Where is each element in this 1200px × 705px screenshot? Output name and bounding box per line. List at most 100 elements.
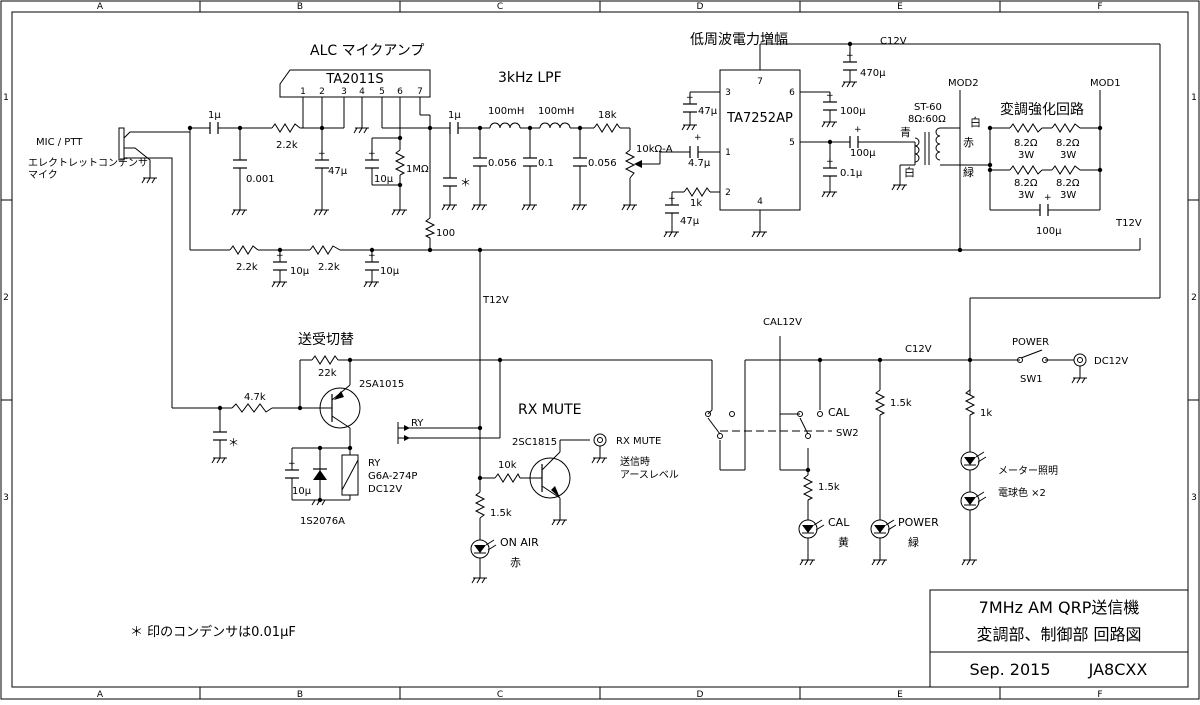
resistor-8.2-4 (1051, 165, 1081, 175)
dc12v-label: DC12V (1094, 356, 1128, 367)
value-label: 1.5k (818, 482, 840, 493)
transistor-2sa1015 (319, 384, 361, 429)
value-label: 1μ (208, 110, 221, 121)
col-label: F (1097, 2, 1102, 12)
polarity-plus-mark: + (368, 149, 376, 159)
asterisk-cap-1: ＊ (460, 176, 471, 189)
ground-symbol (663, 231, 679, 238)
section-pa: 低周波電力増幅 (690, 32, 788, 48)
junction-dots (187, 41, 1103, 503)
row-label: 1 (3, 93, 9, 103)
value-label: 47μ (680, 216, 700, 227)
power-switch-label: POWER (1012, 337, 1049, 348)
value-label: 10kΩ-A (636, 144, 673, 155)
pin-label: 3 (341, 87, 347, 97)
pin-label: 2 (319, 87, 325, 97)
ground-symbol (271, 281, 287, 288)
date-text: Sep. 2015 (969, 660, 1050, 679)
led-meter-1 (960, 451, 987, 471)
sw1-label: SW1 (1020, 374, 1043, 385)
inductor-100mh-1 (489, 122, 521, 129)
q1-label: 2SA1015 (359, 379, 404, 390)
resistor-22k-a (271, 123, 301, 133)
value-label: 4.7k (244, 392, 266, 403)
polarity-plus-mark: + (826, 91, 834, 101)
col-label: D (697, 2, 704, 12)
value-label: 1.5k (490, 508, 512, 519)
inductors (489, 122, 571, 129)
tx-ground-label-2: アースレベル (620, 469, 679, 481)
on-air-color: 赤 (510, 556, 521, 569)
resistor-22k-b (229, 245, 259, 255)
pin-label: 5 (379, 87, 385, 97)
ground-symbol (591, 457, 607, 464)
value-label: 0.056 (588, 158, 617, 169)
power-led-label: POWER (898, 516, 939, 529)
col-label: C (497, 690, 503, 700)
row-label: 3 (1191, 493, 1197, 503)
resistor-15k-c (874, 389, 886, 416)
led-meter-2 (960, 491, 987, 511)
value-label: 10μ (290, 266, 310, 277)
ground-symbol (961, 559, 977, 566)
resistor-1m (394, 149, 406, 176)
value-label: 1μ (448, 110, 461, 121)
ground-symbol (141, 177, 157, 184)
ground-symbols (141, 81, 1087, 584)
value-label: 10k (498, 460, 517, 471)
ground-symbol (821, 191, 837, 198)
value-label: 1k (690, 198, 702, 209)
resistor-8.2-3 (1009, 165, 1043, 175)
ground-symbol (571, 204, 587, 211)
transformer-st60 (914, 127, 941, 165)
ground-symbol (363, 281, 379, 288)
switch-sw1[interactable] (1017, 349, 1048, 363)
q2-label: 2SC1815 (512, 437, 557, 448)
resistor-1k-a (683, 187, 711, 197)
value-label: 2.2k (318, 262, 340, 273)
rx-mute-output-label: RX MUTE (616, 436, 661, 447)
value-label: 100mH (488, 106, 524, 117)
value-label: 47μ (328, 166, 348, 177)
ground-symbol (751, 231, 767, 238)
pin-label: 3 (725, 88, 731, 98)
electrolytic-polarity-marks: +++++++++++++ (276, 51, 1052, 469)
ground-symbol (1071, 377, 1087, 384)
wires-control (172, 336, 1081, 578)
dc12v-jack (1073, 353, 1087, 367)
value-label: 4.7μ (688, 158, 711, 169)
c12v-bus-label: C12V (905, 344, 932, 355)
sw2-label: SW2 (836, 428, 859, 439)
led-on-air (470, 539, 497, 559)
resistor-8.2-1 (1009, 123, 1043, 133)
potentiometer-10k (624, 149, 636, 179)
t12v-right-label: T12V (1115, 218, 1142, 229)
ground-symbol (471, 204, 487, 211)
wires-audio (189, 43, 1161, 395)
led-cal (798, 519, 825, 539)
value-label: 0.056 (488, 158, 517, 169)
wire-color-blue: 青 (900, 126, 911, 139)
value-label: 8.2Ω (1056, 178, 1080, 189)
switch-sw2[interactable] (705, 409, 833, 439)
mic-type-label: エレクトレットコンデンサ (28, 156, 148, 169)
st60-label: ST-60 (914, 102, 942, 113)
relay-part-label: G6A-274P (368, 471, 417, 482)
value-label: 470μ (860, 68, 886, 79)
ground-symbol (799, 559, 815, 566)
polarity-plus-mark: + (846, 51, 854, 61)
row-label: 2 (3, 293, 9, 303)
wire-color-red: 赤 (963, 136, 974, 149)
value-label: 3W (1060, 150, 1076, 161)
ground-symbol (621, 204, 637, 211)
ground-symbol (211, 457, 227, 464)
value-label: 0.1 (538, 158, 554, 169)
ground-symbol (313, 209, 329, 216)
column-labels-top: A B C D E F (97, 2, 1103, 12)
st60-impedance: 8Ω:60Ω (908, 114, 946, 125)
ground-symbol (471, 577, 487, 584)
resistor-22k-c (309, 245, 341, 255)
mic-jack (118, 127, 190, 408)
col-label: B (297, 2, 303, 12)
